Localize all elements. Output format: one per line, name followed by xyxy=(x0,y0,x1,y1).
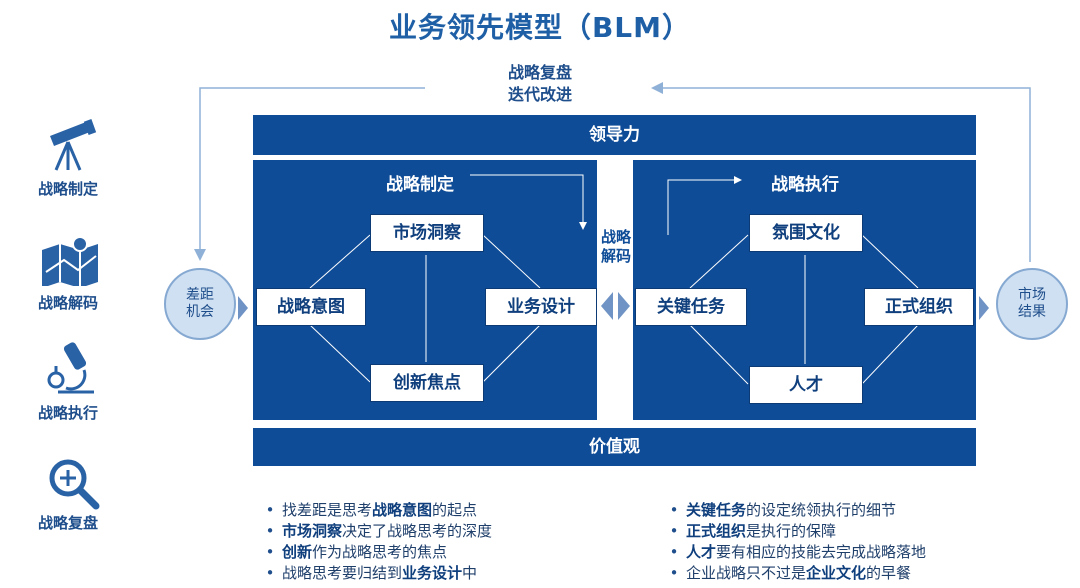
strategy-decoding-label-2: 解码 xyxy=(600,247,631,265)
bullet-text-bold: 人才 xyxy=(686,543,717,561)
node-talent: 人才 xyxy=(749,366,863,404)
telescope-icon xyxy=(50,119,97,171)
loop-line-left xyxy=(194,87,425,261)
left-panel-title: 战略制定 xyxy=(386,175,454,195)
circle-left-line1: 差距 xyxy=(186,287,214,303)
circle-right-line1: 市场 xyxy=(1018,287,1046,303)
bullet-text-bold: 企业文化 xyxy=(806,564,867,582)
circle-left-line2: 机会 xyxy=(186,304,214,320)
left-circle-arrow xyxy=(238,296,248,320)
map-icon xyxy=(42,236,98,286)
bullet-text-pre: 战略思考要归结到 xyxy=(282,564,403,582)
node-critical-tasks: 关键任务 xyxy=(635,288,747,326)
bullet-item: •战略思考要归结到业务设计中 xyxy=(265,564,478,582)
sidebar-label-decoding: 战略解码 xyxy=(37,294,98,312)
middle-arrow-left xyxy=(601,292,613,320)
sidebar-label-review: 战略复盘 xyxy=(37,514,98,532)
bullet-text-bold: 战略意图 xyxy=(372,501,433,519)
bullet-text-post: 要有相应的技能去完成战略落地 xyxy=(716,543,927,561)
sidebar-label-formulation: 战略制定 xyxy=(37,180,98,198)
node-climate-culture: 氛围文化 xyxy=(749,214,863,252)
bullet-text-bold: 市场洞察 xyxy=(282,522,343,540)
values-band: 价值观 xyxy=(253,428,976,466)
left-diamond-lines xyxy=(309,234,541,383)
magnifier-icon xyxy=(49,459,100,510)
bullet-item: •找差距是思考战略意图的起点 xyxy=(265,501,478,519)
bullet-text-post: 是执行的保障 xyxy=(746,522,837,540)
right-diamond-lines xyxy=(689,234,919,385)
node-strategic-intent: 战略意图 xyxy=(256,288,366,326)
node-innovation-focus: 创新焦点 xyxy=(370,364,484,402)
bullet-text-post: 决定了战略思考的深度 xyxy=(342,522,493,540)
market-result-circle: 市场结果 xyxy=(996,268,1068,340)
bullet-item: •正式组织是执行的保障 xyxy=(669,522,837,540)
bullet-item: •关键任务的设定统领执行的细节 xyxy=(669,501,897,519)
bullet-text-pre: 企业战略只不过是 xyxy=(686,564,807,582)
loop-label-review: 战略复盘 xyxy=(507,63,572,82)
bullet-text-post: 的早餐 xyxy=(866,564,912,582)
execution-arrow xyxy=(667,176,742,235)
bullet-item: •创新作为战略思考的焦点 xyxy=(265,543,448,561)
microscope-icon xyxy=(47,342,94,394)
gap-opportunity-circle: 差距机会 xyxy=(164,268,236,340)
node-formal-organization: 正式组织 xyxy=(864,288,974,326)
bullet-text-bold: 正式组织 xyxy=(686,522,747,540)
loop-label-iterate: 迭代改进 xyxy=(507,85,572,104)
leadership-band: 领导力 xyxy=(253,115,976,155)
right-panel-title: 战略执行 xyxy=(771,175,839,195)
sidebar-label-execution: 战略执行 xyxy=(37,404,98,422)
bullet-text-post: 作为战略思考的焦点 xyxy=(312,543,448,561)
bullet-item: •企业战略只不过是企业文化的早餐 xyxy=(669,564,912,582)
formulation-arrow xyxy=(470,174,587,230)
bullet-text-bold: 创新 xyxy=(282,543,313,561)
loop-line-right xyxy=(651,82,1031,262)
bullets-left: •找差距是思考战略意图的起点 •市场洞察决定了战略思考的深度 •创新作为战略思考… xyxy=(258,500,648,584)
bullet-text-bold: 关键任务 xyxy=(686,501,747,519)
bullet-text-post: 的设定统领执行的细节 xyxy=(746,501,897,519)
strategy-decoding-label-1: 战略 xyxy=(600,228,631,246)
middle-arrow-right xyxy=(618,292,630,320)
bullet-item: •市场洞察决定了战略思考的深度 xyxy=(265,522,493,540)
bullet-text-bold: 业务设计 xyxy=(402,564,463,582)
bullet-text-post: 中 xyxy=(462,564,478,582)
bullets-right: •关键任务的设定统领执行的细节 •正式组织是执行的保障 •人才要有相应的技能去完… xyxy=(662,500,1062,584)
node-market-insight: 市场洞察 xyxy=(370,214,484,252)
node-business-design: 业务设计 xyxy=(485,288,597,326)
right-circle-arrow xyxy=(979,296,989,320)
page-title: 业务领先模型（BLM） xyxy=(388,11,692,44)
bullet-text-pre: 找差距是思考 xyxy=(282,501,373,519)
bullet-text-post: 的起点 xyxy=(432,501,478,519)
circle-right-line2: 结果 xyxy=(1018,304,1046,320)
bullet-item: •人才要有相应的技能去完成战略落地 xyxy=(669,543,927,561)
